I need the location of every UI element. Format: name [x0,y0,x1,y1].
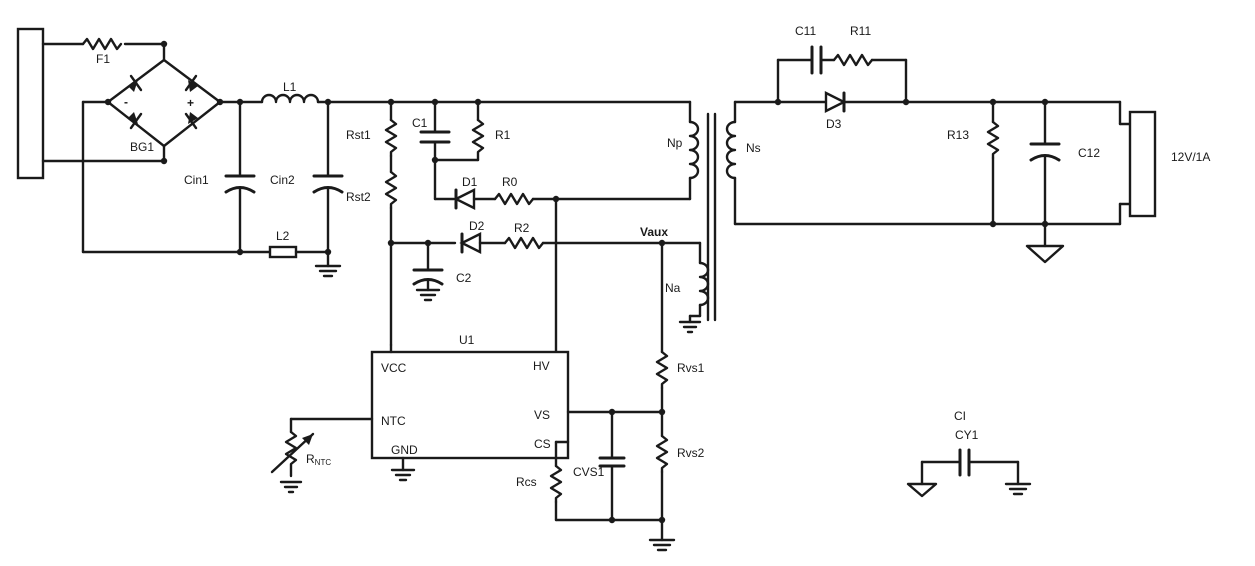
resistor-r0: R0 [493,175,692,206]
capacitor-cy1: CI CY1 [906,409,1032,498]
resistor-r2: R2 [503,221,664,250]
cvs1-label: CVS1 [573,465,605,479]
capacitor-cin1: Cin1 [184,100,256,254]
pin-ntc-label: NTC [381,414,406,428]
ac-input-connector [16,27,166,180]
c2-label: C2 [456,271,472,285]
bridge-rectifier: - + BG1 [81,42,222,163]
snubber-c11-r11: C11 R11 [776,24,908,104]
d1-label: D1 [462,175,478,189]
bridge-diode-2 [184,74,198,92]
fuse-f1: F1 [81,37,166,66]
inductor-l1: L1 [260,80,320,104]
ground-symbol-ic [390,456,416,482]
output-label: 12V/1A [1171,150,1210,164]
vaux-label: Vaux [640,225,668,239]
resistor-rst1: Rst1 [346,100,398,158]
na-label: Na [665,281,681,295]
capacitor-c2: C2 [412,241,472,302]
resistor-r13: R13 [947,100,1000,226]
resistor-rcs: Rcs [516,440,570,522]
c1-label: C1 [412,116,428,130]
resistor-rvs1: Rvs1 [655,241,705,414]
bridge-minus-mark: - [124,95,128,109]
bridge-plus-mark: + [187,96,194,110]
bridge-diode-3 [128,112,143,130]
inductor-l2: L2 [268,229,330,259]
rcs-label: Rcs [516,475,537,489]
diode-d3: D3 [824,91,847,131]
cy1-tag: CI [954,409,966,423]
pin-vcc-label: VCC [381,361,407,375]
r1-label: R1 [495,128,511,142]
thermistor-rntc: RNTC [270,417,374,494]
resistor-rvs2: Rvs2 [655,410,705,542]
rvs2-label: Rvs2 [677,446,705,460]
bridge-diode-1 [128,74,143,92]
ns-label: Ns [746,141,761,155]
pin-hv-label: HV [533,359,550,373]
rst2-label: Rst2 [346,190,371,204]
capacitor-c1: C1 [412,100,451,201]
ground-symbol-sense [648,538,676,552]
cy1-label: CY1 [955,428,979,442]
rst1-label: Rst1 [346,128,371,142]
diode-d2: D2 [459,219,507,254]
diode-d1: D1 [433,175,497,210]
l1-label: L1 [283,80,297,94]
u1-label: U1 [459,333,475,347]
r0-label: R0 [502,175,518,189]
junction-dots [104,40,1049,524]
capacitor-c12: C12 [1029,100,1100,226]
capacitor-cvs1: CVS1 [573,410,626,522]
pin-vs-label: VS [534,408,550,422]
pin-gnd-label: GND [391,443,418,457]
rvs1-label: Rvs1 [677,361,705,375]
c12-label: C12 [1078,146,1100,160]
resistor-r1: R1 [433,100,511,162]
output-connector: 12V/1A [1118,100,1210,226]
r11-label: R11 [850,24,871,38]
np-label: Np [667,136,683,150]
c11-label: C11 [795,24,816,38]
resistor-rst2: Rst2 [346,154,398,347]
ground-symbol-output [1025,222,1065,264]
ground-symbol-input [314,250,342,278]
cin1-label: Cin1 [184,173,209,187]
pin-cs-label: CS [534,437,551,451]
l2-label: L2 [276,229,290,243]
capacitor-cin2: Cin2 [270,100,344,254]
r13-label: R13 [947,128,969,142]
d2-label: D2 [469,219,485,233]
d3-label: D3 [826,117,842,131]
cin2-label: Cin2 [270,173,295,187]
bg1-label: BG1 [130,140,154,154]
bridge-diode-4 [184,112,198,130]
ic-u1: U1 VCC HV NTC VS CS GND [370,333,570,460]
r2-label: R2 [514,221,530,235]
f1-label: F1 [96,52,110,66]
rntc-label: RNTC [306,452,331,467]
transformer: Np Ns Na [665,100,761,334]
